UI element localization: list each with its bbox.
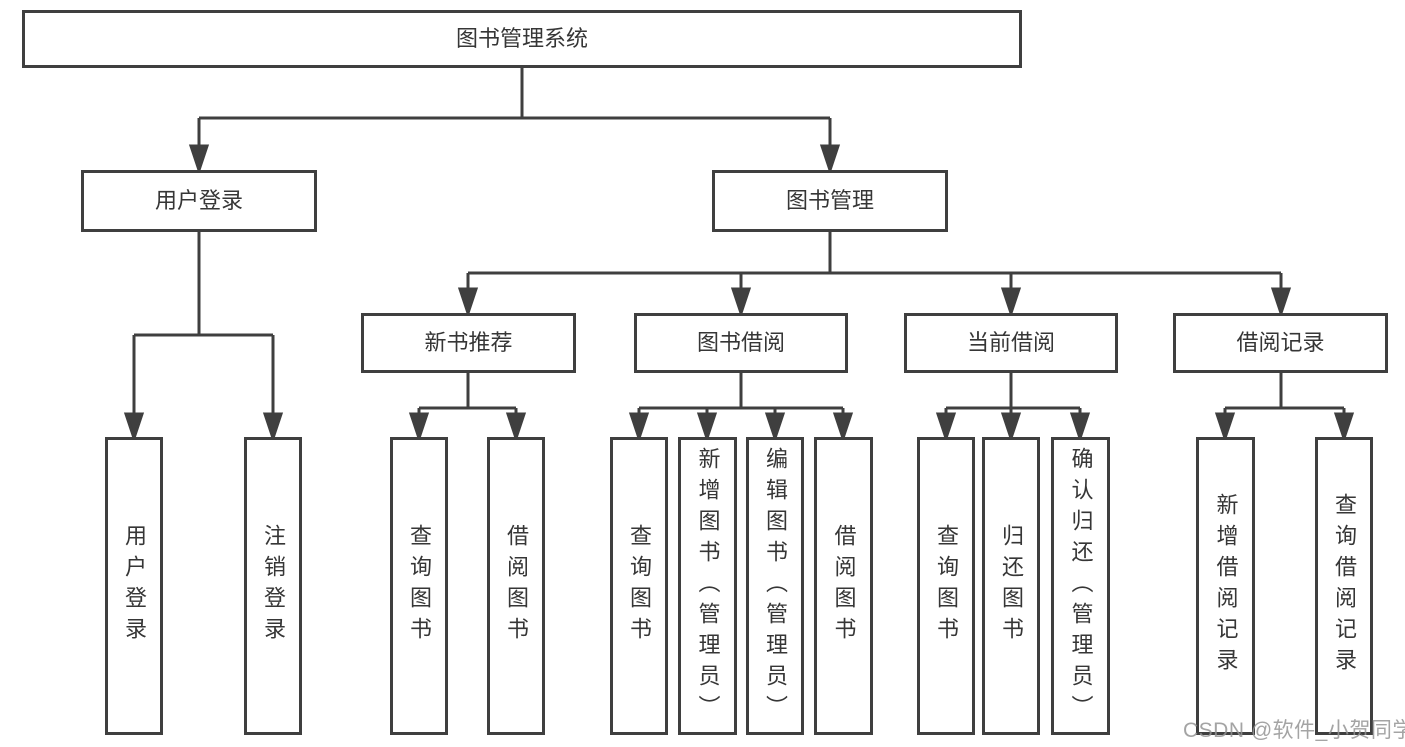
node-borrow-books-2-label: 借阅图书	[831, 524, 857, 648]
node-logout-leaf: 注销登录	[244, 437, 302, 735]
node-book-borrow-label: 图书借阅	[696, 329, 785, 355]
node-library-management-system: 图书管理系统	[22, 10, 1022, 68]
node-query-borrow-record: 查询借阅记录	[1315, 437, 1373, 735]
node-edit-book-admin: 编辑图书（管理员）	[746, 437, 804, 735]
node-current-borrow-label: 当前借阅	[966, 329, 1055, 355]
node-query-books-1: 查询图书	[390, 437, 448, 735]
node-edit-book-admin-label: 编辑图书（管理员）	[763, 446, 788, 726]
node-add-borrow-record: 新增借阅记录	[1196, 437, 1255, 735]
node-borrow-books-2: 借阅图书	[814, 437, 873, 735]
node-query-borrow-record-label: 查询借阅记录	[1332, 493, 1357, 679]
node-user-login-leaf-label: 用户登录	[122, 524, 147, 648]
node-query-books-2: 查询图书	[610, 437, 668, 735]
watermark-csdn: CSDN @软件_小贺同学	[1183, 719, 1405, 742]
node-return-book: 归还图书	[982, 437, 1040, 735]
node-user-login-branch-label: 用户登录	[154, 187, 243, 213]
node-user-login-leaf: 用户登录	[105, 437, 163, 735]
node-borrow-books-1: 借阅图书	[487, 437, 545, 735]
connector-book-borrow-branch	[628, 373, 854, 443]
node-confirm-return-admin: 确认归还（管理员）	[1051, 437, 1110, 735]
node-add-book-admin-label: 新增图书（管理员）	[695, 446, 721, 726]
node-query-books-1-label: 查询图书	[407, 524, 432, 648]
connector-borrow-record-branch	[1214, 373, 1355, 443]
connector-root-to-level2	[188, 68, 841, 175]
node-book-management-label: 图书管理	[785, 187, 874, 213]
node-new-book-recommend-label: 新书推荐	[424, 329, 513, 355]
node-current-borrow: 当前借阅	[904, 313, 1118, 373]
node-confirm-return-admin-label: 确认归还（管理员）	[1068, 446, 1094, 726]
node-logout-leaf-label: 注销登录	[261, 524, 286, 648]
node-query-books-3-label: 查询图书	[934, 524, 959, 648]
node-book-borrow: 图书借阅	[634, 313, 848, 373]
node-return-book-label: 归还图书	[999, 524, 1024, 648]
node-add-borrow-record-label: 新增借阅记录	[1213, 493, 1239, 679]
node-query-books-3: 查询图书	[917, 437, 975, 735]
node-book-management: 图书管理	[712, 170, 948, 232]
connector-book-management-branch	[457, 232, 1292, 318]
node-add-book-admin: 新增图书（管理员）	[678, 437, 737, 735]
node-new-book-recommend: 新书推荐	[361, 313, 576, 373]
node-library-management-system-label: 图书管理系统	[455, 25, 588, 51]
node-query-books-2-label: 查询图书	[627, 524, 652, 648]
node-user-login-branch: 用户登录	[81, 170, 317, 232]
connector-current-borrow-branch	[935, 373, 1091, 443]
node-borrow-books-1-label: 借阅图书	[504, 524, 529, 648]
node-borrow-record: 借阅记录	[1173, 313, 1388, 373]
connector-new-book-branch	[408, 373, 527, 443]
connector-user-login-branch	[123, 232, 284, 443]
node-borrow-record-label: 借阅记录	[1236, 329, 1325, 355]
